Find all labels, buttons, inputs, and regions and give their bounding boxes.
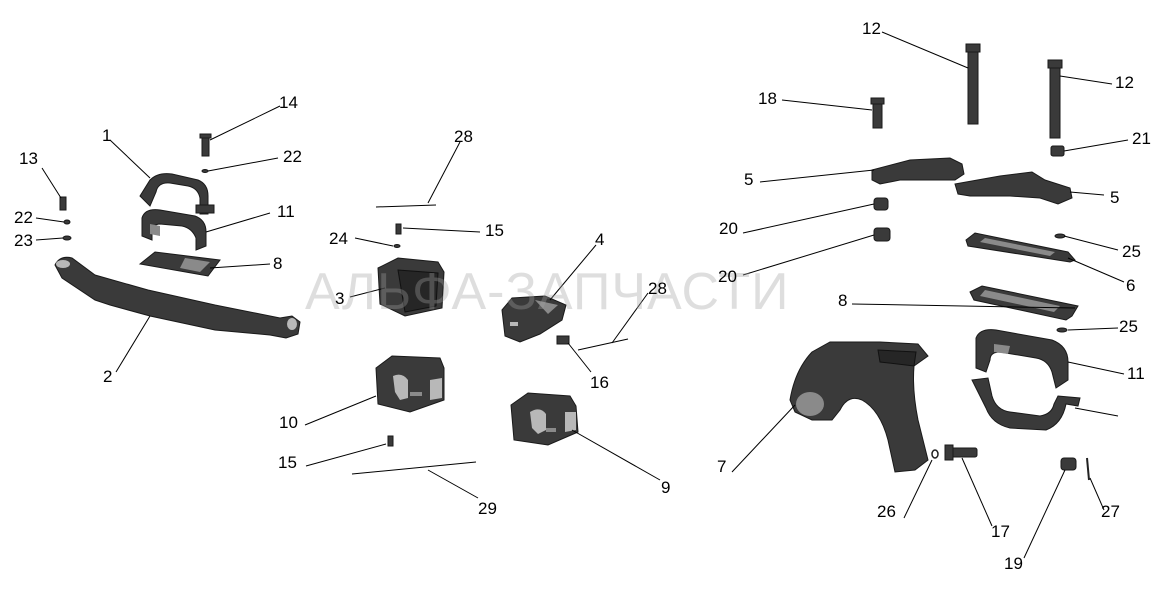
part-5-lever-right (954, 171, 1073, 205)
callout-27: 27 (1101, 502, 1120, 521)
part-18-bolt (870, 97, 885, 129)
part-8-plate-right (969, 285, 1079, 321)
callout-19: 19 (1004, 554, 1023, 573)
part-15-bolt-top (395, 223, 402, 235)
part-27-pin (1086, 457, 1090, 481)
part-11-pad-right (975, 329, 1069, 389)
part-23-washer (62, 235, 72, 241)
part-22-washer-left (63, 219, 71, 225)
callout-12-right: 12 (1115, 73, 1134, 92)
part-17-bolt (944, 444, 978, 461)
callout-15-top: 15 (485, 221, 504, 240)
part-14-bolt (199, 133, 212, 157)
part-28-wire-right (577, 338, 629, 351)
callout-6: 6 (1126, 276, 1136, 295)
callout-28-top: 28 (454, 127, 473, 146)
callout-4: 4 (595, 230, 605, 249)
callout-5-right: 5 (1110, 188, 1120, 207)
part-2-rod (54, 256, 301, 339)
callout-10: 10 (279, 413, 298, 432)
part-29-wire (351, 461, 477, 475)
callout-20-top: 20 (719, 219, 738, 238)
part-12-bolt-center (965, 43, 981, 125)
part-9-mount (510, 392, 579, 446)
part-1-ubracket-right (971, 377, 1081, 431)
part-20-spacer-bottom (873, 227, 891, 242)
callout-3: 3 (335, 289, 345, 308)
part-25-washer-bottom (1056, 327, 1068, 333)
callout-24: 24 (329, 229, 348, 248)
callout-25-bottom: 25 (1119, 317, 1138, 336)
part-10-mount (375, 355, 445, 413)
part-22-washer-top (201, 169, 209, 173)
callout-2: 2 (103, 367, 113, 386)
callout-8-left: 8 (273, 254, 283, 273)
callout-29: 29 (478, 499, 497, 518)
callout-11-right: 11 (1127, 364, 1145, 383)
part-4-mount (501, 295, 567, 343)
part-11-pad-left (141, 209, 207, 251)
callout-7: 7 (717, 457, 727, 476)
part-13-bolt (59, 196, 67, 211)
part-19-nut (1060, 457, 1077, 471)
callout-17: 17 (991, 522, 1010, 541)
callout-14: 14 (279, 93, 298, 112)
callout-5-left: 5 (744, 170, 754, 189)
callout-8-right: 8 (838, 291, 848, 310)
callout-9: 9 (661, 478, 671, 497)
part-7-bracket (789, 341, 929, 473)
callout-23: 23 (14, 231, 33, 250)
part-1-ubracket-left (139, 173, 215, 215)
callout-22-left: 22 (14, 208, 33, 227)
part-26-ring (931, 449, 939, 459)
part-28-wire-top (375, 204, 437, 208)
part-20-spacer-top (873, 197, 889, 211)
callout-15-bottom: 15 (278, 453, 297, 472)
callout-18: 18 (758, 89, 777, 108)
callout-11-left: 11 (277, 202, 295, 221)
part-24-washer (393, 244, 401, 248)
part-15-bolt-bottom (387, 435, 394, 447)
callout-22-top: 22 (283, 147, 302, 166)
part-16-pin (556, 335, 570, 345)
callout-16: 16 (590, 373, 609, 392)
callout-12-top: 12 (862, 19, 881, 38)
watermark-text: АЛЬФА-ЗАПЧАСТИ (305, 263, 790, 321)
callout-1-left: 1 (102, 126, 112, 145)
part-3-mount (377, 257, 445, 317)
part-8-plate-left (138, 251, 221, 277)
callout-28-right: 28 (648, 279, 667, 298)
callout-20-bottom: 20 (718, 267, 737, 286)
part-12-bolt-right (1047, 59, 1063, 139)
part-6-plate (965, 232, 1076, 263)
part-21-nut (1050, 145, 1065, 157)
part-5-lever-left (871, 157, 965, 185)
callout-21: 21 (1132, 129, 1151, 148)
part-25-washer-top (1054, 233, 1066, 239)
callout-25-top: 25 (1122, 242, 1141, 261)
leader-lines (35, 31, 1129, 559)
callout-26: 26 (877, 502, 896, 521)
callout-13: 13 (19, 149, 38, 168)
